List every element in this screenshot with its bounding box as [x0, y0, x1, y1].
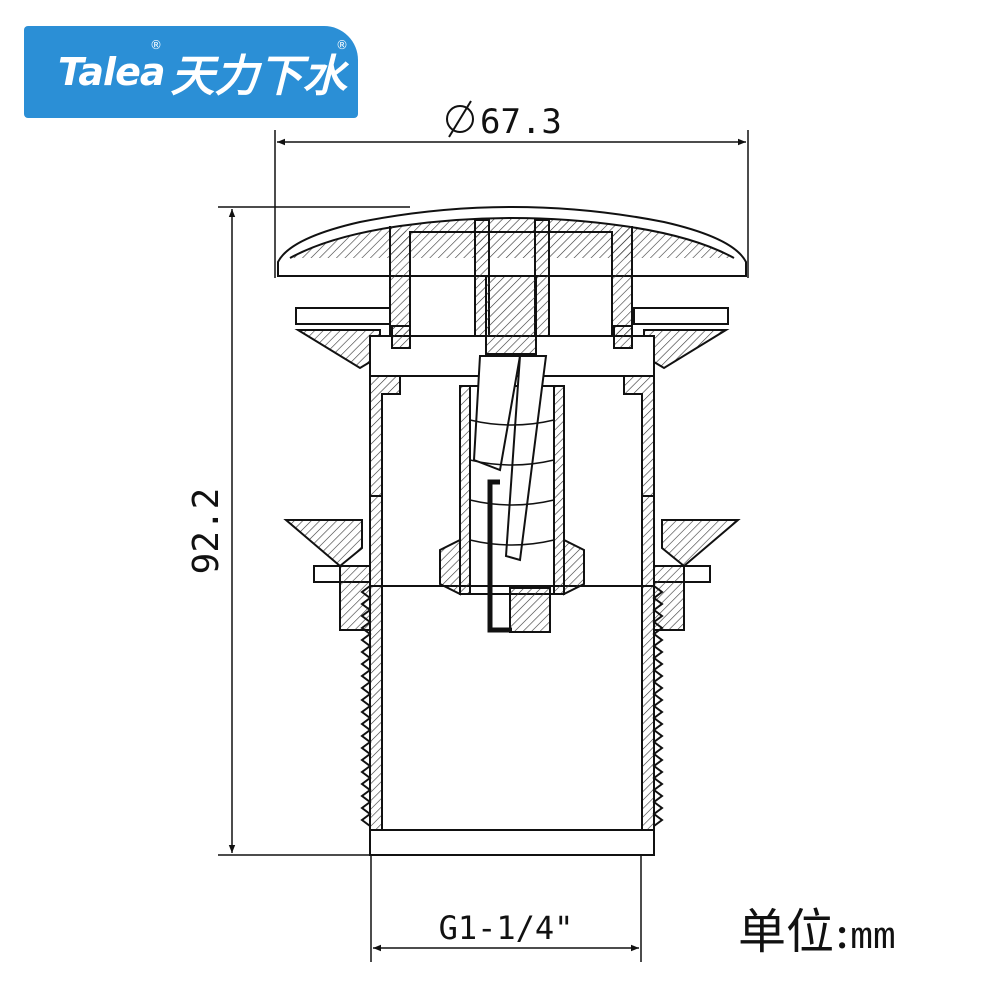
- unit-separator: :: [834, 904, 851, 960]
- diameter-value: 67.3: [480, 102, 562, 142]
- height-dimension: 92.2: [186, 206, 410, 856]
- threaded-tail: [360, 585, 664, 856]
- diameter-dimension: 67.3: [274, 100, 749, 278]
- brand-logo: Talea 天力下水 ® ®: [24, 26, 358, 118]
- lower-flange: [283, 519, 741, 631]
- logo-chinese-text: 天力下水: [170, 51, 347, 102]
- thread-value: G1-1/4": [439, 909, 574, 947]
- diameter-symbol-icon: [446, 100, 474, 138]
- drain-cap: [277, 206, 747, 351]
- unit-value: mm: [850, 917, 896, 960]
- drain-body: [369, 375, 655, 587]
- registered-mark-icon: ®: [150, 38, 162, 52]
- unit-label: 单位:mm: [738, 892, 896, 962]
- spring-mechanism: [439, 275, 585, 633]
- height-value: 92.2: [186, 488, 227, 575]
- registered-mark-icon: ®: [336, 38, 348, 52]
- logo-brand-text: Talea: [58, 50, 165, 94]
- thread-dimension: G1-1/4": [370, 855, 642, 962]
- unit-label-text: 单位: [738, 904, 835, 960]
